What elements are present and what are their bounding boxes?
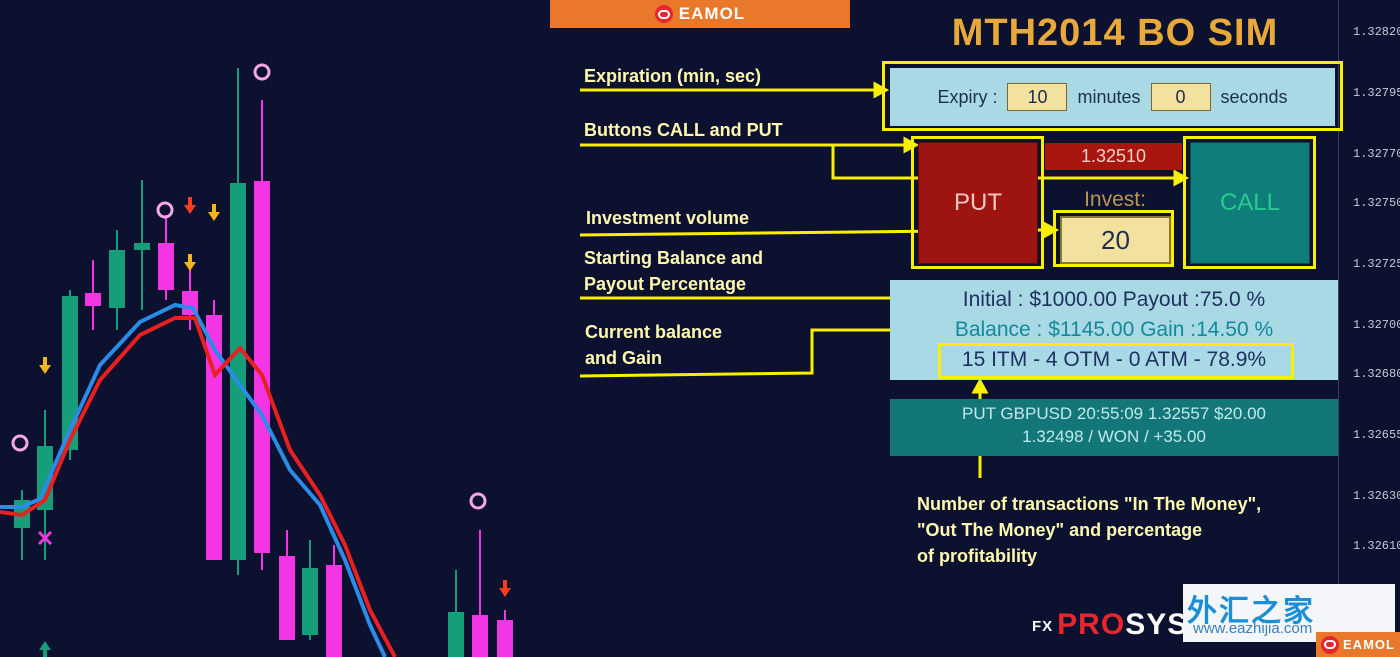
price-tick: 1.32750 xyxy=(1353,196,1400,210)
site-watermark-cn: 外汇之家 xyxy=(1187,595,1315,628)
arrow-down-icon xyxy=(39,357,51,374)
annotation-buttons: Buttons CALL and PUT xyxy=(584,120,783,140)
candle-body xyxy=(279,556,295,640)
arrow-down-icon xyxy=(499,580,511,597)
arrow-down-icon xyxy=(184,197,196,214)
put-button[interactable]: PUT xyxy=(918,142,1038,264)
annotation-current-line2: and Gain xyxy=(585,348,663,368)
price-tick: 1.32770 xyxy=(1353,147,1400,161)
itm-arrowhead xyxy=(971,377,989,394)
annotation-current-line1: Current balance xyxy=(585,322,723,342)
expiration-arrowhead xyxy=(873,81,890,99)
candle-body xyxy=(134,243,150,250)
brand-banner-bottom: EAMOL xyxy=(1316,632,1400,657)
price-tick: 1.32610 xyxy=(1353,539,1400,553)
annotation-itm-line1: Number of transactions "In The Money", xyxy=(917,494,1262,514)
price-axis: 1.32820 1.32795 1.32770 1.32750 1.32725 … xyxy=(1338,0,1400,657)
panel-title: MTH2014 BO SIM xyxy=(951,12,1279,54)
candle-body xyxy=(230,183,246,560)
expiry-seconds-input[interactable]: 0 xyxy=(1150,83,1211,111)
price-tick: 1.32700 xyxy=(1353,318,1400,332)
buttons-arrowhead-put xyxy=(903,136,920,154)
annotation-investment: Investment volume xyxy=(586,208,750,228)
ring-marker-icon xyxy=(11,434,29,452)
moving-average-fast xyxy=(0,302,387,657)
put-highlight xyxy=(911,136,1044,269)
itm-highlight xyxy=(938,343,1294,379)
call-button[interactable]: CALL xyxy=(1190,142,1310,264)
price-tick: 1.32630 xyxy=(1353,489,1400,503)
brand-logo-icon xyxy=(654,5,673,23)
buttons-pointer-call xyxy=(831,145,1175,180)
expiry-seconds-label: seconds xyxy=(1220,86,1288,107)
annotation-starting-line1: Starting Balance and xyxy=(584,248,764,268)
moving-average-slow xyxy=(0,316,397,657)
candle-body xyxy=(326,565,342,657)
candle-body xyxy=(158,243,174,290)
investment-arrowhead xyxy=(1043,221,1060,239)
invest-highlight xyxy=(1053,210,1174,267)
candle-body xyxy=(62,296,78,450)
arrow-down-icon xyxy=(208,204,220,221)
arrow-up-icon xyxy=(39,641,51,657)
price-tick: 1.32820 xyxy=(1353,25,1400,39)
annotation-starting: Starting Balance and Payout Percentage xyxy=(584,245,763,297)
prosys-sys: SYS xyxy=(1125,608,1189,641)
price-chart[interactable] xyxy=(0,0,1338,657)
candle-body xyxy=(254,181,270,553)
candle-body xyxy=(109,250,125,308)
current-price: 1.32510 xyxy=(1045,143,1182,170)
stats-box: Initial : $1000.00 Payout :75.0 % Balanc… xyxy=(890,280,1338,380)
annotation-itm: Number of transactions "In The Money", "… xyxy=(917,491,1261,569)
candle-body xyxy=(472,615,488,657)
price-tick: 1.32655 xyxy=(1353,428,1400,442)
prosys-fx: FX xyxy=(1032,617,1054,635)
last-trade-line2: 1.32498 / WON / +35.00 xyxy=(1022,427,1206,446)
buttons-arrowhead-call xyxy=(1173,169,1190,187)
brand-logo-icon xyxy=(1321,635,1340,654)
invest-label: Invest: xyxy=(1084,188,1146,211)
brand-name-bottom: EAMOL xyxy=(1343,637,1395,652)
balance-gain-text: Balance : $1145.00 Gain :14.50 % xyxy=(954,318,1274,341)
invest-input[interactable]: 20 xyxy=(1060,216,1171,264)
annotation-itm-line3: of profitability xyxy=(917,546,1037,566)
expiry-box: Expiry : 10 minutes 0 seconds xyxy=(890,68,1335,126)
price-tick: 1.32725 xyxy=(1353,257,1400,271)
price-tick: 1.32795 xyxy=(1353,86,1400,100)
expiry-minutes-label: minutes xyxy=(1077,86,1141,107)
site-watermark: 外汇之家 www.eazhijia.com xyxy=(1183,584,1395,642)
ring-marker-icon xyxy=(253,63,271,81)
last-trade-box: PUT GBPUSD 20:55:09 1.32557 $20.00 1.324… xyxy=(890,399,1338,456)
ring-marker-icon xyxy=(469,492,487,510)
candle-body xyxy=(448,612,464,657)
call-highlight xyxy=(1183,136,1316,269)
current-pointer xyxy=(579,328,920,378)
price-tick: 1.32680 xyxy=(1353,367,1400,381)
annotation-starting-line2: Payout Percentage xyxy=(584,274,747,294)
expiry-highlight xyxy=(882,61,1343,131)
candle-body xyxy=(302,568,318,635)
candle-body xyxy=(85,293,101,306)
brand-banner-top: EAMOL xyxy=(550,0,850,28)
initial-payout-text: Initial : $1000.00 Payout :75.0 % xyxy=(962,288,1266,311)
itm-otm-text: 15 ITM - 4 OTM - 0 ATM - 78.9% xyxy=(961,348,1267,371)
expiry-label: Expiry : xyxy=(937,86,998,107)
candle-body xyxy=(206,315,222,560)
annotation-current: Current balance and Gain xyxy=(585,319,722,371)
expiry-minutes-input[interactable]: 10 xyxy=(1007,83,1068,111)
site-watermark-url: www.eazhijia.com xyxy=(1193,620,1313,637)
prosys-pro: PRO xyxy=(1057,608,1126,641)
annotation-itm-line2: "Out The Money" and percentage xyxy=(917,520,1203,540)
ring-marker-icon xyxy=(156,201,174,219)
cross-marker-icon xyxy=(37,530,53,546)
arrow-down-icon xyxy=(184,254,196,271)
last-trade-line1: PUT GBPUSD 20:55:09 1.32557 $20.00 xyxy=(962,404,1266,423)
candle-body xyxy=(497,620,513,657)
brand-name: EAMOL xyxy=(678,4,746,23)
annotation-expiration: Expiration (min, sec) xyxy=(584,66,762,86)
